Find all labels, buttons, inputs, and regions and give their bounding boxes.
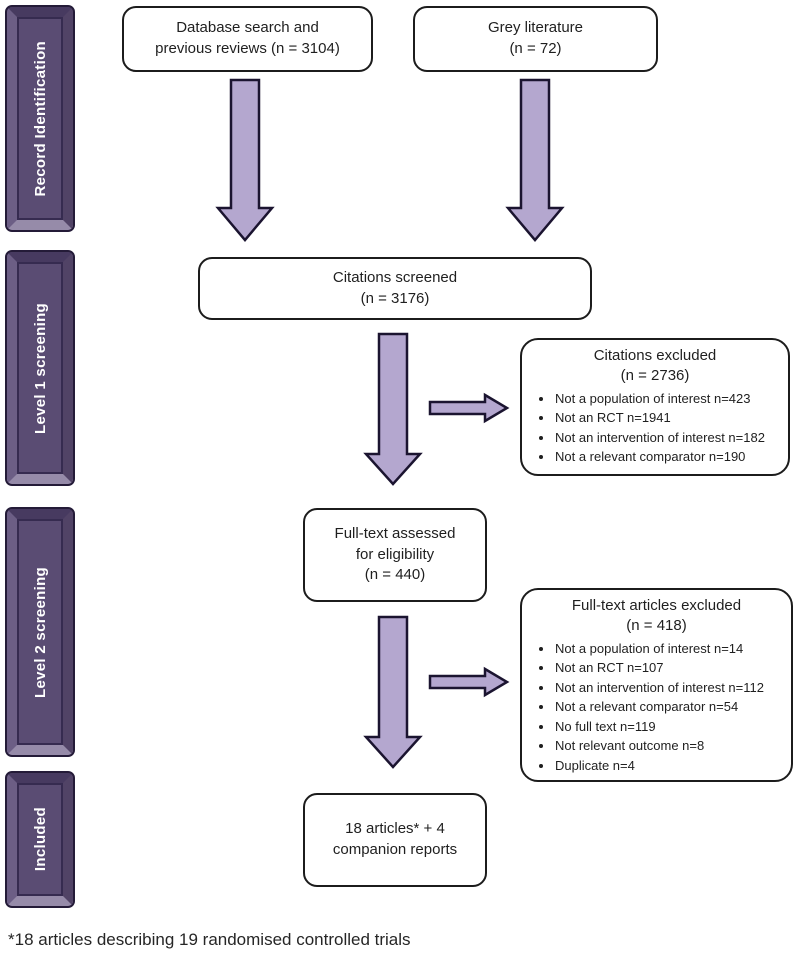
node-text-line: (n = 440) <box>364 566 426 584</box>
down-arrow-to-included <box>363 615 423 769</box>
stage-label: Record Identification <box>31 40 49 197</box>
node-text-line: previous reviews (n = 3104) <box>155 40 340 57</box>
stage-bar-bevel <box>7 252 73 484</box>
node-text-line: Grey literature <box>487 19 584 37</box>
exclusion-reason: Not a relevant comparator n=54 <box>554 697 783 717</box>
exclusion-reason: Duplicate n=4 <box>554 756 783 776</box>
exclusion-reason: Not relevant outcome n=8 <box>554 736 783 756</box>
exclusion-count: (n = 2736) <box>620 366 690 384</box>
exclusion-reason: Not an intervention of interest n=112 <box>554 678 783 698</box>
citations-screened-node: Citations screened (n = 3176) <box>198 257 592 320</box>
grey-literature-node: Grey literature (n = 72) <box>413 6 658 72</box>
down-arrow-to-fulltext-assessed <box>363 332 423 486</box>
stage-bar-record-identification: Record Identification <box>5 5 75 232</box>
citations-excluded-node: Citations excluded (n = 2736) Not a popu… <box>520 338 790 476</box>
right-arrow-to-fulltext-excluded <box>428 666 510 698</box>
stage-label: Level 1 screening <box>31 302 49 434</box>
stage-bar-level-1-screening: Level 1 screening <box>5 250 75 486</box>
node-text-line: for eligibility <box>355 545 435 563</box>
fulltext-excluded-node: Full-text articles excluded (n = 418) No… <box>520 588 793 782</box>
node-text-line: Full-text assessed <box>334 524 456 542</box>
exclusion-reason: Not a population of interest n=14 <box>554 639 783 659</box>
stage-label: Included <box>31 807 49 872</box>
stage-bar-level-2-screening: Level 2 screening <box>5 507 75 757</box>
exclusion-title: Full-text articles excluded <box>571 597 742 614</box>
database-search-node: Database search and previous reviews (n … <box>122 6 373 72</box>
fulltext-assessed-node: Full-text assessed for eligibility (n = … <box>303 508 487 602</box>
exclusion-reason: Not an RCT n=107 <box>554 658 783 678</box>
exclusion-reason: Not an RCT n=1941 <box>554 408 780 428</box>
stage-bar-face: Record Identification <box>17 17 63 220</box>
stage-bar-bevel <box>7 509 73 755</box>
exclusion-reason: Not an intervention of interest n=182 <box>554 428 780 448</box>
exclusion-reason-list: Not a population of interest n=14 Not an… <box>530 639 783 776</box>
down-arrow-from-database <box>215 78 275 242</box>
node-text-line: (n = 72) <box>509 40 562 57</box>
exclusion-title: Citations excluded <box>593 347 717 364</box>
stage-bar-bevel <box>7 7 73 230</box>
stage-bar-face: Level 1 screening <box>17 262 63 474</box>
included-articles-node: 18 articles* + 4 companion reports <box>303 793 487 887</box>
exclusion-reason: Not a relevant comparator n=190 <box>554 447 780 467</box>
exclusion-count: (n = 418) <box>626 616 687 634</box>
stage-bar-included: Included <box>5 771 75 908</box>
stage-bar-face: Level 2 screening <box>17 519 63 745</box>
node-text-line: Database search and <box>176 19 319 37</box>
stage-label: Level 2 screening <box>31 566 49 698</box>
right-arrow-to-citations-excluded <box>428 392 510 424</box>
node-text-line: Citations screened <box>332 268 458 286</box>
node-text-line: companion reports <box>332 841 458 858</box>
stage-bar-bevel <box>7 773 73 906</box>
exclusion-reason: No full text n=119 <box>554 717 783 737</box>
stage-bar-face: Included <box>17 783 63 896</box>
down-arrow-from-grey-literature <box>505 78 565 242</box>
exclusion-reason-list: Not a population of interest n=423 Not a… <box>530 389 780 467</box>
exclusion-reason: Not a population of interest n=423 <box>554 389 780 409</box>
footnote: *18 articles describing 19 randomised co… <box>8 930 411 949</box>
node-text-line: 18 articles* + 4 <box>345 820 445 838</box>
node-text-line: (n = 3176) <box>360 289 430 307</box>
